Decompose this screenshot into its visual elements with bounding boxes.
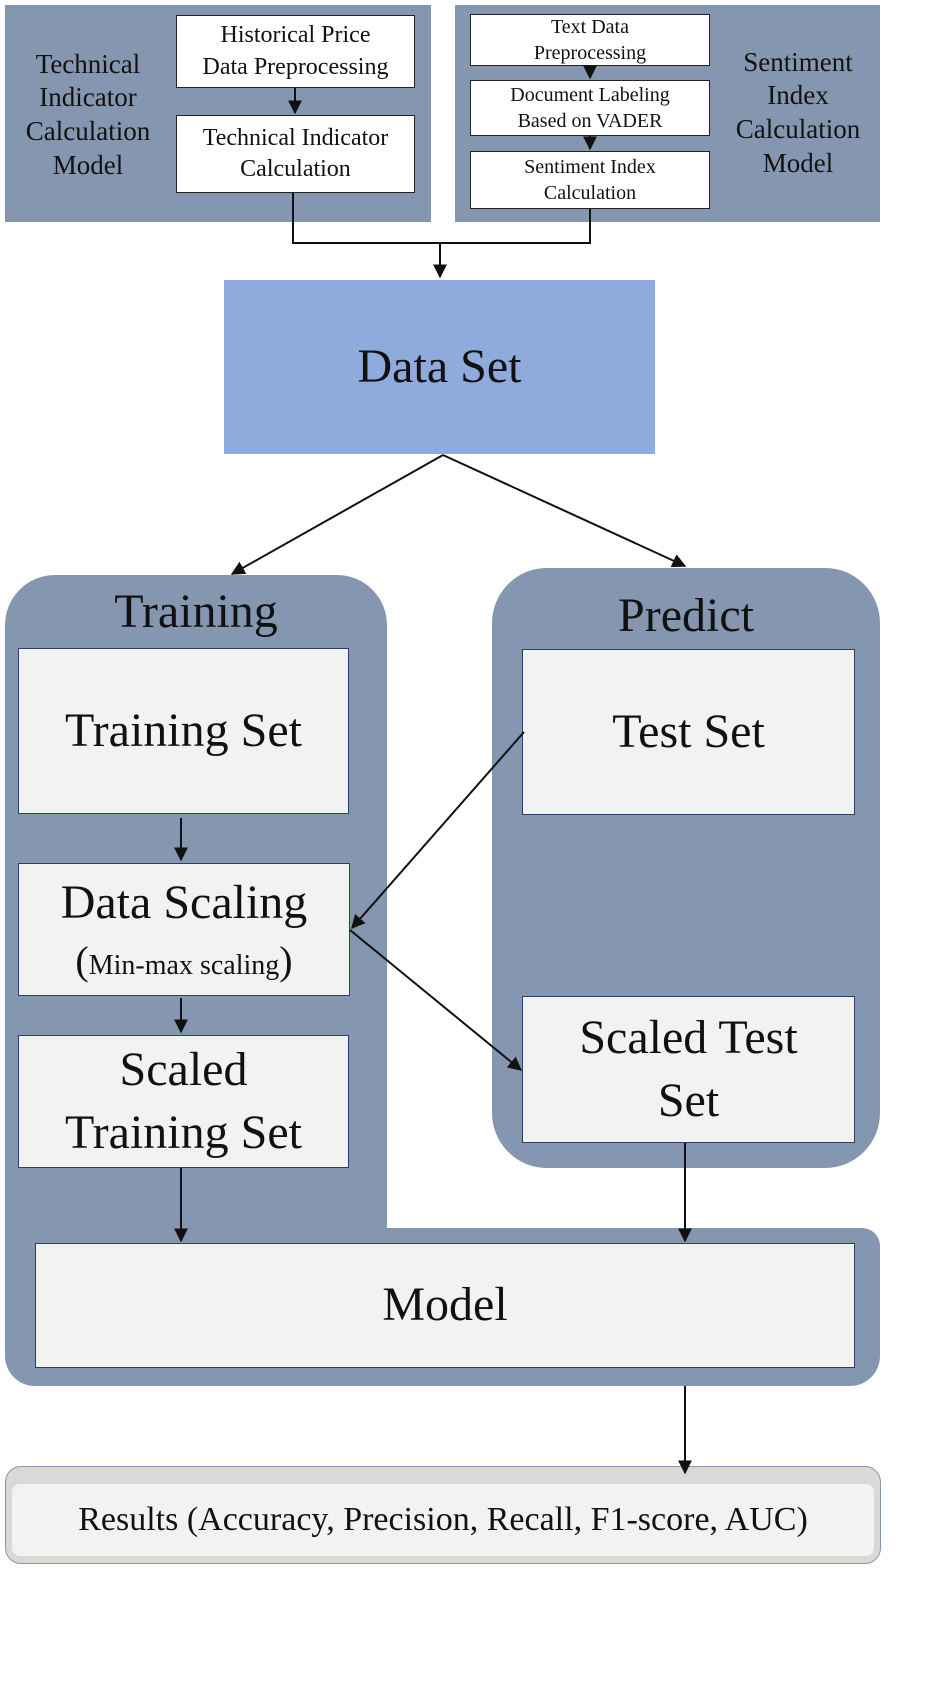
sentiment-label-line-2: Index [767, 80, 829, 111]
scaling-note-text: Min-max scaling [88, 949, 280, 981]
arrow-scaling-to-scaled-test [349, 929, 523, 1071]
model-box: Model [35, 1243, 855, 1368]
training-set-label: Training Set [65, 703, 302, 757]
text-data-preprocessing-box: Text Data Preprocessing [470, 14, 710, 66]
data-set-box: Data Set [224, 280, 655, 454]
technical-indicator-model-label: Technical Indicator Calculation Model [8, 35, 168, 195]
test-set-label: Test Set [612, 704, 765, 758]
historical-price-line-1: Historical Price [220, 22, 371, 49]
test-set-box: Test Set [522, 649, 855, 815]
data-scaling-box: Data Scaling (Min-max scaling) [18, 863, 350, 996]
predict-title: Predict [618, 589, 754, 642]
training-set-box: Training Set [18, 648, 349, 814]
results-label: Results (Accuracy, Precision, Recall, F1… [78, 1500, 808, 1538]
data-set-label: Data Set [357, 339, 522, 393]
sentiment-index-calculation-box: Sentiment Index Calculation [470, 151, 710, 209]
technical-label-line-1: Technical [35, 48, 141, 79]
scaling-note-open-paren: ( [75, 937, 89, 983]
results-box: Results (Accuracy, Precision, Recall, F1… [12, 1484, 874, 1556]
text-data-line-2: Preprocessing [533, 42, 647, 64]
document-labeling-line-2: Based on VADER [517, 110, 663, 132]
historical-price-line-2: Data Preprocessing [202, 53, 389, 80]
technical-calc-line-2: Calculation [240, 156, 351, 182]
scaled-test-line-2: Set [657, 1073, 720, 1127]
scaling-note-close-paren: ) [279, 937, 293, 983]
technical-indicator-calculation-box: Technical Indicator Calculation [176, 115, 415, 193]
technical-label-line-4: Model [52, 149, 124, 180]
technical-label-line-2: Indicator [39, 82, 137, 113]
sentiment-label-line-3: Calculation [735, 114, 861, 144]
arrow-dataset-to-predict [442, 454, 687, 568]
sentiment-calc-line-2: Calculation [543, 182, 637, 204]
scaled-test-line-1: Scaled Test [579, 1011, 798, 1065]
model-label: Model [382, 1278, 508, 1332]
merge-connector [292, 193, 591, 244]
scaled-training-set-box: Scaled Training Set [18, 1035, 349, 1168]
scaled-training-line-1: Scaled [119, 1043, 248, 1097]
arrow-dataset-to-training [230, 454, 444, 575]
scaled-test-set-box: Scaled Test Set [522, 996, 855, 1143]
sentiment-label-line-4: Model [762, 147, 834, 178]
scaling-note: (Min-max scaling) [75, 935, 292, 987]
data-scaling-label: Data Scaling [60, 876, 308, 930]
scaled-training-line-2: Training Set [65, 1105, 302, 1159]
text-data-line-1: Text Data [550, 16, 629, 38]
sentiment-calc-line-1: Sentiment Index [524, 156, 656, 178]
sentiment-index-model-label: Sentiment Index Calculation Model [718, 33, 878, 193]
technical-label-line-3: Calculation [25, 116, 151, 146]
arrow-test-to-scaling [351, 731, 525, 930]
sentiment-label-line-1: Sentiment [743, 46, 853, 77]
training-title: Training [114, 585, 278, 638]
historical-price-preprocessing-box: Historical Price Data Preprocessing [176, 15, 415, 88]
document-labeling-line-1: Document Labeling [510, 84, 670, 106]
document-labeling-box: Document Labeling Based on VADER [470, 80, 710, 136]
technical-calc-line-1: Technical Indicator [202, 124, 389, 151]
